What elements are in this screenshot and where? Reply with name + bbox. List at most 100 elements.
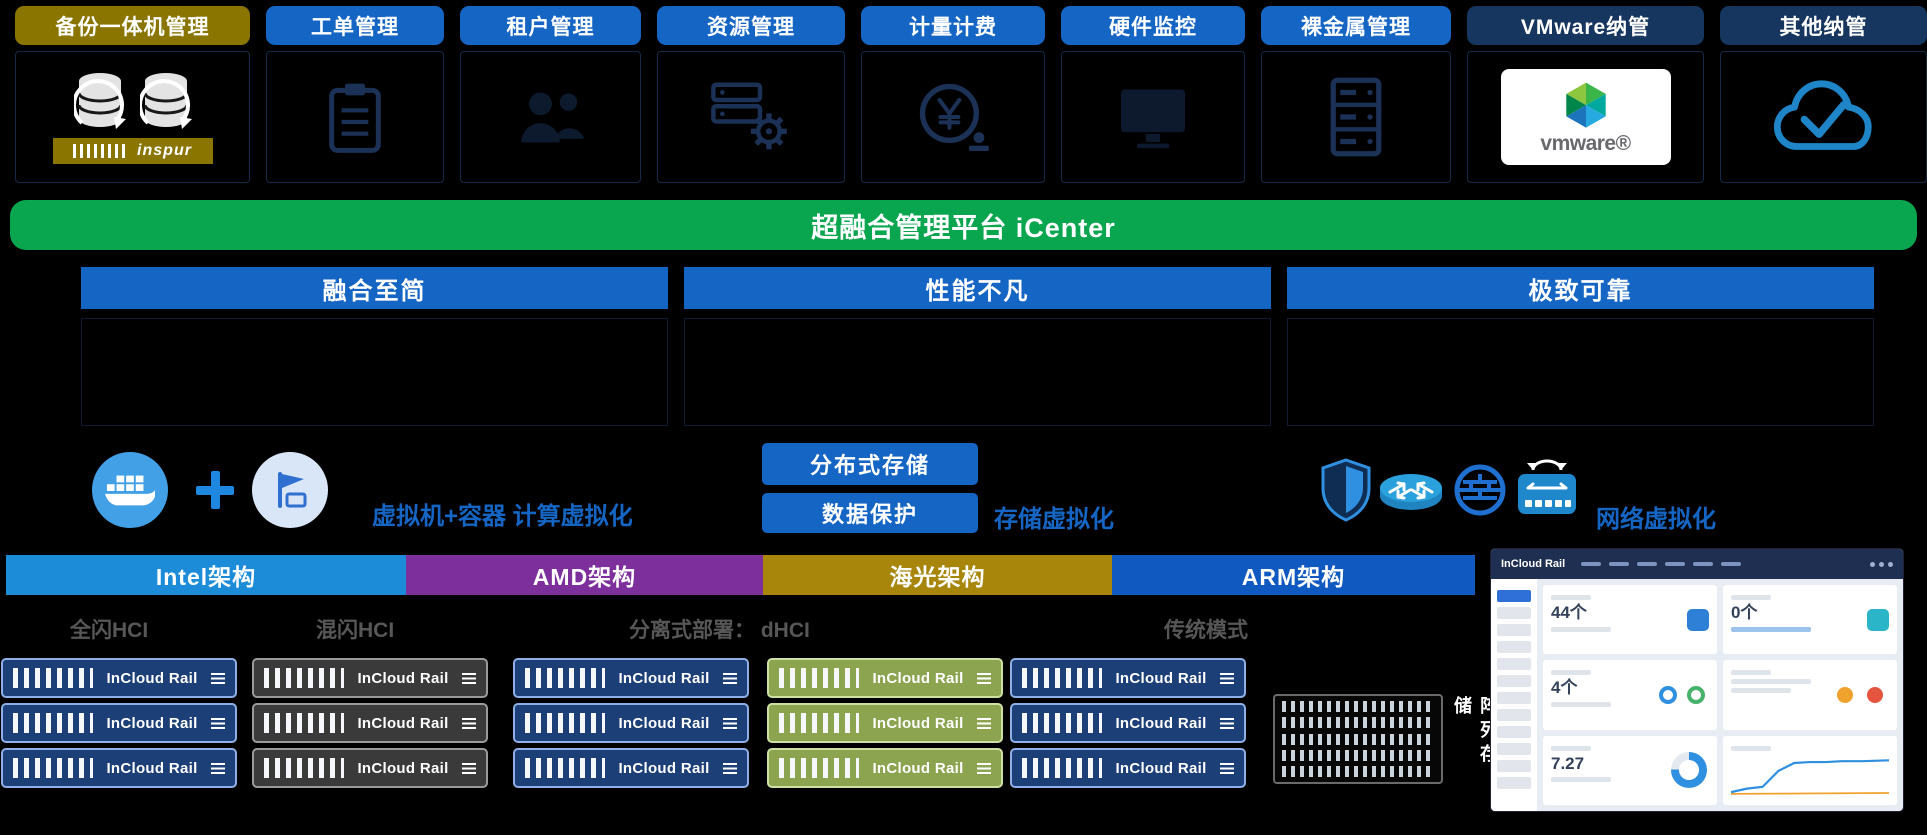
server-column-hybrid: InCloud Rail InCloud Rail InCloud Rail [252,658,488,788]
chart-card-performance [1723,735,1897,805]
feature-detail-box [684,318,1271,426]
tab-other-managed[interactable]: 其他纳管 [1720,6,1927,45]
server-unit: InCloud Rail [513,703,749,743]
drive-slats-icon [13,758,93,778]
host-mini-icon [1687,608,1709,631]
dashboard-logo: InCloud Rail [1501,558,1566,570]
sidebar-item [1497,692,1531,704]
menu-lines-icon [977,672,991,684]
array-drive-row [1282,749,1434,761]
drive-slats-icon [525,713,605,733]
docker-icon [92,452,168,528]
menu-lines-icon [977,717,991,729]
arch-hygon: 海光架构 [763,555,1112,595]
data-protection-button[interactable]: 数据保护 [762,493,978,533]
plus-icon [196,471,234,509]
sidebar-item [1497,760,1531,772]
menu-lines-icon [211,717,225,729]
drive-slats-icon [264,758,344,778]
drive-slats-icon [264,713,344,733]
menu-lines-icon [211,672,225,684]
sidebar-item [1497,675,1531,687]
tab-backup-appliance[interactable]: 备份一体机管理 [15,6,250,45]
server-unit-label: InCloud Rail [106,759,198,777]
bare-metal-panel [1261,51,1451,183]
dashboard-top-bar: InCloud Rail [1491,549,1903,579]
drive-slats-icon [1022,713,1102,733]
network-virtualization-label: 网络虚拟化 [1596,506,1716,533]
text-placeholder [1731,595,1771,600]
text-placeholder [1551,626,1611,632]
distributed-storage-button[interactable]: 分布式存储 [762,443,978,485]
inspur-logo: inspur [52,137,213,164]
server-column-all-flash: InCloud Rail InCloud Rail InCloud Rail [1,658,237,788]
server-unit: InCloud Rail [1,703,237,743]
feature-detail-box [81,318,668,426]
yuan-coin-icon [919,83,989,152]
vmware-wordmark: vmware® [1540,132,1631,155]
database-backup-icon [139,72,192,129]
server-unit: InCloud Rail [1010,658,1246,698]
mode-all-flash-hci: 全闪HCI [70,619,149,642]
server-unit-label: InCloud Rail [1115,759,1207,777]
router-icon [1378,470,1444,521]
tab-bare-metal[interactable]: 裸金属管理 [1261,6,1451,45]
icenter-platform-banner: 超融合管理平台 iCenter [10,200,1917,250]
billing-panel [861,51,1045,183]
array-drive-row [1282,766,1434,777]
dashboard-user-icons [1870,561,1893,567]
clipboard-icon [329,83,381,153]
storage-virtualization-label: 存储虚拟化 [994,506,1114,533]
mode-traditional: 传统模式 [1164,619,1248,642]
load-balancer-icon [1516,458,1578,523]
stat-card-clusters: 4个 [1543,660,1717,730]
monitor-icon [1121,89,1185,149]
server-unit-label: InCloud Rail [357,669,449,687]
sidebar-item-active [1497,590,1531,602]
dashboard-menu-placeholders [1581,562,1860,566]
vmware-panel-box: vmware® [1467,51,1704,183]
feature-col-reliability: 极致可靠 [1287,267,1874,426]
server-unit: InCloud Rail [1,658,237,698]
module-col-hardware: 硬件监控 [1061,6,1245,183]
incloud-rail-dashboard-screenshot: InCloud Rail 44个 [1491,549,1903,811]
tab-tenant[interactable]: 租户管理 [460,6,641,45]
inspur-slats-icon [73,143,130,158]
server-unit-label: InCloud Rail [618,714,710,732]
status-card-health [1723,660,1897,730]
vmware-logo: vmware® [1500,69,1671,165]
database-backup-icon [73,72,126,129]
tab-resource[interactable]: 资源管理 [657,6,845,45]
menu-lines-icon [462,717,476,729]
drive-slats-icon [264,668,344,688]
firewall-icon [1452,462,1508,523]
vmware-hexagon-icon [1565,82,1606,128]
stat-value: 4个 [1551,678,1578,698]
server-unit-label: InCloud Rail [106,714,198,732]
inspur-wordmark: inspur [137,141,192,159]
module-col-billing: 计量计费 [861,6,1045,183]
server-unit: InCloud Rail [252,703,488,743]
drive-slats-icon [13,668,93,688]
backup-stack: inspur [52,71,213,164]
module-col-resource: 资源管理 [657,6,845,183]
feature-columns: 融合至简 性能不凡 极致可靠 [81,267,1874,426]
stat-card-capacity: 7.27 [1543,735,1717,805]
text-placeholder [1731,745,1771,751]
mode-dhci: 分离式部署： dHCI [629,619,810,642]
tab-hardware-monitor[interactable]: 硬件监控 [1061,6,1245,45]
menu-lines-icon [462,762,476,774]
text-placeholder [1731,688,1791,694]
server-unit-label: InCloud Rail [872,759,964,777]
server-unit-label: InCloud Rail [1115,714,1207,732]
tab-vmware[interactable]: VMware纳管 [1467,6,1704,45]
tab-work-order[interactable]: 工单管理 [266,6,444,45]
arch-amd: AMD架构 [406,555,763,595]
server-rack-icon [1330,77,1382,157]
tab-metering-billing[interactable]: 计量计费 [861,6,1045,45]
feature-title-performance: 性能不凡 [684,267,1271,309]
server-unit: InCloud Rail [767,748,1003,788]
drive-slats-icon [525,668,605,688]
backup-appliance-panel: inspur [15,51,250,183]
